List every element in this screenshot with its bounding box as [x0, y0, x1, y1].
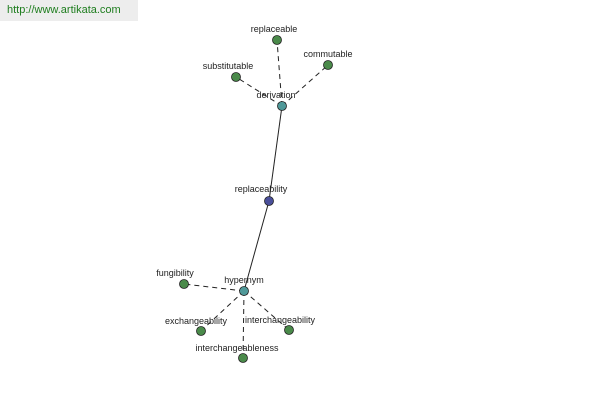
node-label-fungibility[interactable]: fungibility — [156, 268, 194, 278]
node-interchangeability[interactable] — [284, 325, 294, 335]
node-label-commutable[interactable]: commutable — [303, 49, 352, 59]
node-label-replaceability[interactable]: replaceability — [235, 184, 288, 194]
edge-derivation-substitutable — [235, 76, 283, 107]
node-replaceability[interactable] — [264, 196, 274, 206]
node-commutable[interactable] — [323, 60, 333, 70]
graph-nodes — [179, 35, 333, 363]
node-label-replaceable[interactable]: replaceable — [251, 24, 298, 34]
edge-hypernym-fungibility — [183, 283, 245, 292]
node-label-exchangeability[interactable]: exchangeability — [165, 316, 228, 326]
node-replaceable[interactable] — [272, 35, 282, 45]
edge-derivation-replaceable — [276, 39, 283, 107]
node-substitutable[interactable] — [231, 72, 241, 82]
edge-hypernym-exchangeability — [200, 290, 245, 332]
edge-derivation-commutable — [281, 64, 329, 107]
url-watermark[interactable]: http://www.artikata.com — [7, 4, 121, 16]
url-banner: http://www.artikata.com — [0, 0, 138, 21]
node-label-substitutable[interactable]: substitutable — [203, 61, 254, 71]
graph-edges — [183, 39, 329, 359]
edge-replaceability-hypernym — [243, 200, 270, 292]
node-label-interchangeability[interactable]: interchangeability — [245, 315, 316, 325]
graph-labels: replaceability derivation hypernym replacea… — [156, 24, 352, 353]
node-exchangeability[interactable] — [196, 326, 206, 336]
node-derivation[interactable] — [277, 101, 287, 111]
node-fungibility[interactable] — [179, 279, 189, 289]
node-label-hypernym[interactable]: hypernym — [224, 275, 264, 285]
node-label-interchangeableness[interactable]: interchangeableness — [195, 343, 279, 353]
edge-hypernym-interchangeability — [243, 290, 290, 331]
node-interchangeableness[interactable] — [238, 353, 248, 363]
edge-hypernym-interchangeableness — [242, 290, 245, 359]
edge-replaceability-derivation — [268, 105, 283, 202]
node-label-derivation[interactable]: derivation — [256, 90, 295, 100]
node-hypernym[interactable] — [239, 286, 249, 296]
